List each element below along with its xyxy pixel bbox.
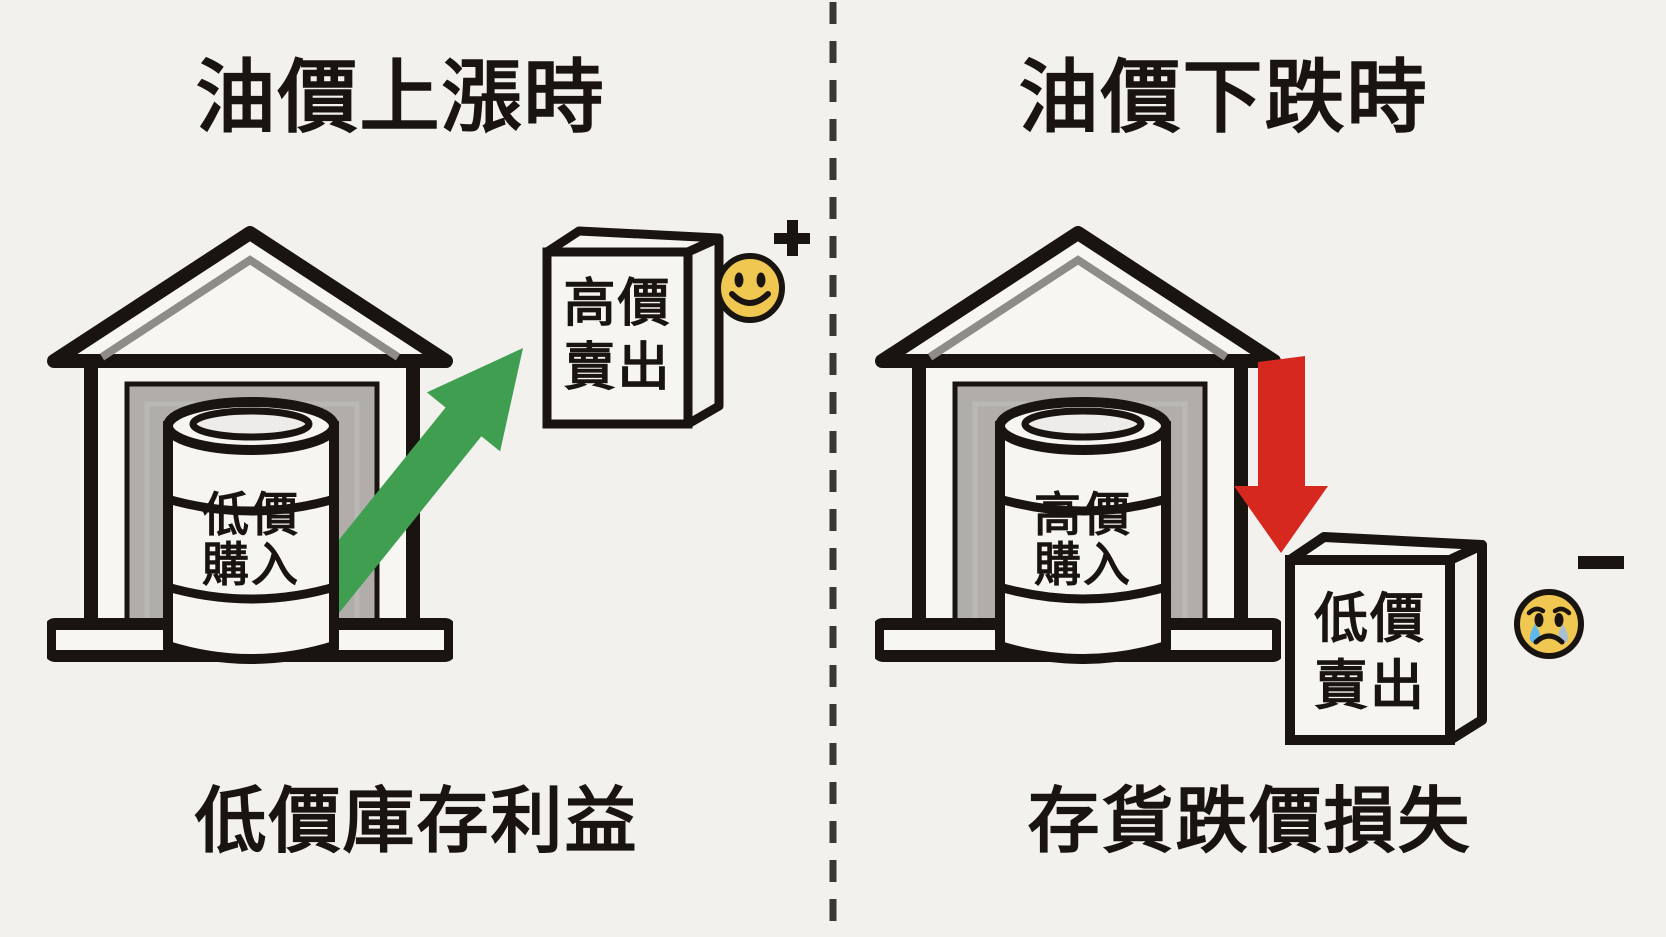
oil-barrel-icon [994,397,1172,664]
sell-box-label-line1: 高價 [563,275,672,333]
left-panel-caption: 低價庫存利益 [194,782,639,862]
shipping-box-icon [542,226,724,429]
barrel-label-line1: 低價 [202,488,300,541]
right-panel-caption: 存貨跌價損失 [1027,782,1472,862]
barrel-label-line2: 購入 [1034,537,1132,591]
sell-box-label: 低價賣出 [1290,586,1450,720]
barrel-label-line1: 高價 [1034,488,1132,541]
sell-box-label-line2: 賣出 [1314,655,1426,716]
sell-box-label-line1: 低價 [1314,589,1426,649]
shipping-box-icon [1285,532,1487,745]
sell-box-label-line2: 賣出 [563,339,672,398]
left-panel-title: 油價上漲時 [195,53,606,142]
up-right-arrow-icon [302,348,523,615]
oil-barrel-icon [162,397,340,664]
smiley-face-icon [715,253,785,323]
barrel-label-line2: 購入 [202,537,300,591]
crying-face-icon [1514,589,1584,659]
sell-box-label: 高價賣出 [547,272,688,401]
barrel-label: 低價購入 [160,490,342,590]
plus-icon [774,220,810,256]
down-arrow-icon [1234,356,1328,553]
right-panel-title: 油價下跌時 [1018,53,1429,142]
minus-icon [1578,556,1624,569]
barrel-label: 高價購入 [992,490,1174,590]
